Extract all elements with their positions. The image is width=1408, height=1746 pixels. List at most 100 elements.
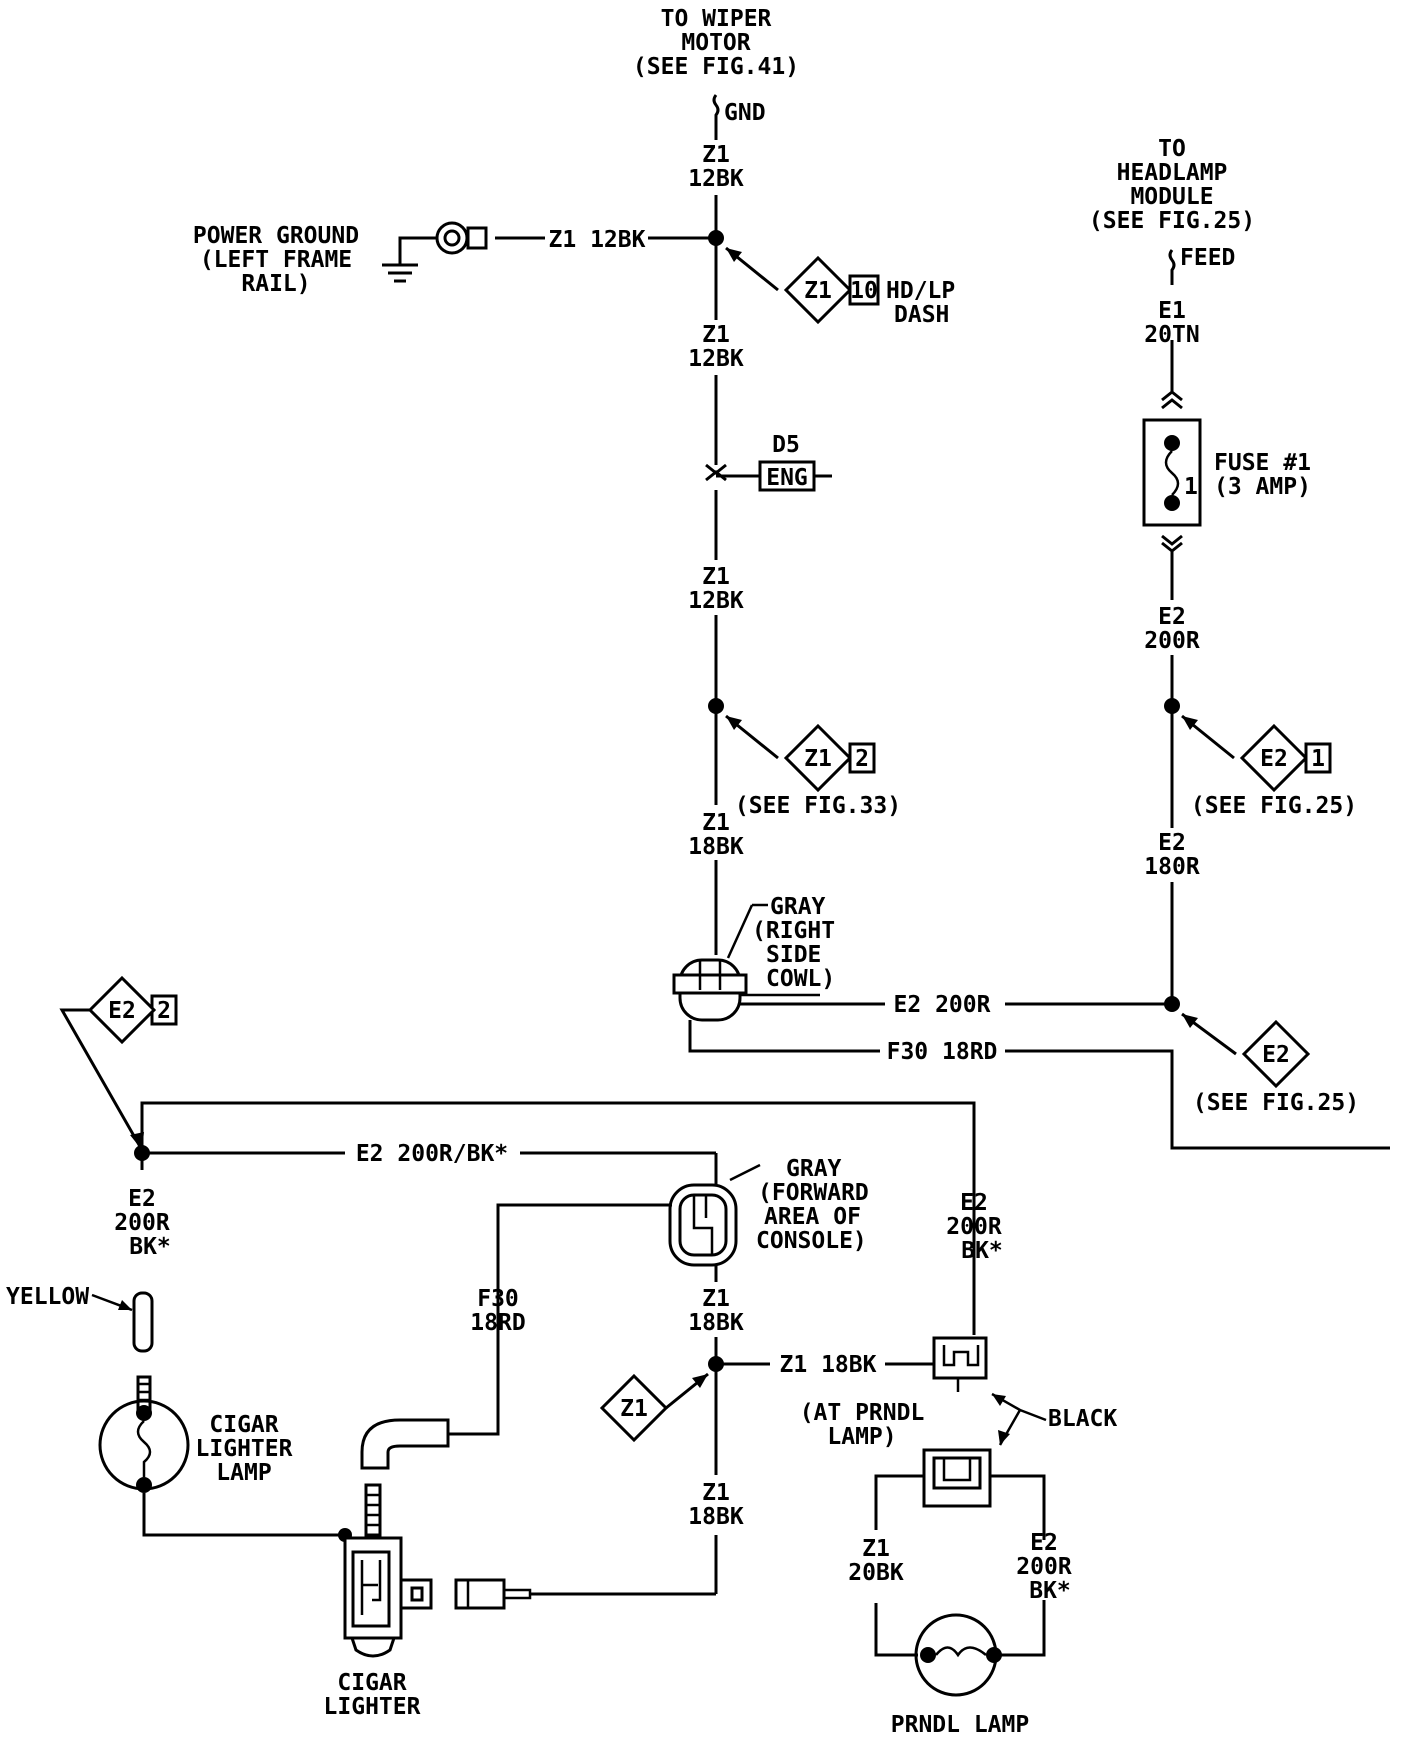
label-right: (RIGHT xyxy=(752,918,835,944)
gray-console-connector xyxy=(448,1163,761,1436)
label-e2: E2 xyxy=(1158,604,1186,630)
label-bk: BK* xyxy=(961,1238,1003,1264)
label-z1: Z1 xyxy=(862,1536,890,1562)
label-gray: GRAY xyxy=(770,894,826,920)
label-to: TO xyxy=(1158,136,1186,162)
splice-dot xyxy=(1164,698,1180,714)
label-module: MODULE xyxy=(1130,184,1213,210)
label-18bk: 18BK xyxy=(688,834,744,860)
label-see-fig33: (SEE FIG.33) xyxy=(735,793,901,819)
label-eng: ENG xyxy=(766,465,808,491)
connector-1-label: 1 xyxy=(1311,746,1325,772)
label-3-amp: (3 AMP) xyxy=(1214,474,1311,500)
connector-e2-label: E2 xyxy=(108,998,136,1024)
e2-left-circuit xyxy=(59,975,976,1335)
label-at-prndl: (AT PRNDL xyxy=(800,1400,925,1426)
label-headlamp: HEADLAMP xyxy=(1117,160,1228,186)
label-200r: 200R xyxy=(1016,1554,1072,1580)
label-lamp: LAMP) xyxy=(827,1424,896,1450)
prndl-connectors xyxy=(874,1336,1047,1697)
label-f30: F30 xyxy=(477,1286,519,1312)
label-d5: D5 xyxy=(772,432,800,458)
label-see-fig25: (SEE FIG.25) xyxy=(1089,208,1255,234)
label-wire-e2-200r-bk: E2 200R/BK* xyxy=(356,1141,508,1167)
label-cigar: CIGAR xyxy=(337,1670,406,1696)
label-see-fig41: (SEE FIG.41) xyxy=(633,54,799,80)
label-console: CONSOLE) xyxy=(756,1228,867,1254)
connector-2-label: 2 xyxy=(855,746,869,772)
label-z1: Z1 xyxy=(702,1286,730,1312)
label-side: SIDE xyxy=(766,942,821,968)
label-200r: 200R xyxy=(946,1214,1002,1240)
label-prndl-lamp: PRNDL LAMP xyxy=(891,1712,1029,1738)
label-rail: RAIL) xyxy=(241,271,310,297)
connector-e2-label: E2 xyxy=(1260,746,1288,772)
label-lamp: LAMP xyxy=(216,1460,271,1486)
label-lighter: LIGHTER xyxy=(196,1436,293,1462)
label-fuse-number: 1 xyxy=(1184,474,1198,500)
connector-z1-label: Z1 xyxy=(620,1396,648,1422)
splice-dot xyxy=(708,1356,724,1372)
connector-e2-label: E2 xyxy=(1262,1042,1290,1068)
label-20bk: 20BK xyxy=(848,1560,904,1586)
label-12bk: 12BK xyxy=(688,346,744,372)
label-bk: BK* xyxy=(129,1234,171,1260)
e2-f30-wiring xyxy=(688,996,1390,1150)
label-18bk: 18BK xyxy=(688,1310,744,1336)
label-cigar: CIGAR xyxy=(209,1412,278,1438)
label-bk: BK* xyxy=(1029,1578,1071,1604)
label-see-fig25: (SEE FIG.25) xyxy=(1191,793,1357,819)
connector-z1-label: Z1 xyxy=(804,278,832,304)
hdlp-dash-connector xyxy=(725,246,880,325)
label-wire-z1-18bk: Z1 18BK xyxy=(780,1352,877,1378)
label-fuse: FUSE #1 xyxy=(1214,450,1311,476)
label-black: BLACK xyxy=(1048,1406,1117,1432)
power-ground xyxy=(382,221,716,283)
cigar-lighter-lamp xyxy=(91,1291,352,1542)
label-200r: 200R xyxy=(1144,628,1200,654)
label-200r: 200R xyxy=(114,1210,170,1236)
splice-dot xyxy=(708,698,724,714)
label-left-frame: (LEFT FRAME xyxy=(200,247,352,273)
label-to-wiper: TO WIPER xyxy=(661,6,772,32)
label-power-ground: POWER GROUND xyxy=(193,223,359,249)
label-see-fig25: (SEE FIG.25) xyxy=(1193,1090,1359,1116)
connector-2-label: 2 xyxy=(157,998,171,1024)
label-wire-f30-18rd: F30 18RD xyxy=(887,1039,998,1065)
label-gnd: GND xyxy=(724,100,766,126)
label-yellow: YELLOW xyxy=(6,1284,89,1310)
z1-18bk-lower xyxy=(454,1265,934,1610)
label-cowl: COWL) xyxy=(766,966,835,992)
label-lighter: LIGHTER xyxy=(324,1694,421,1720)
label-18rd: 18RD xyxy=(470,1310,525,1336)
label-dash: DASH xyxy=(894,302,949,328)
label-e2: E2 xyxy=(128,1186,156,1212)
gray-cowl-connector xyxy=(672,903,820,1022)
label-z1: Z1 xyxy=(702,1480,730,1506)
label-e2: E2 xyxy=(960,1190,988,1216)
headlamp-feed-circuit xyxy=(1142,249,1332,1089)
label-e2: E2 xyxy=(1158,830,1186,856)
label-e1: E1 xyxy=(1158,298,1186,324)
label-180r: 180R xyxy=(1144,854,1200,880)
label-12bk: 12BK xyxy=(688,588,744,614)
diagram-labels: TO WIPER MOTOR (SEE FIG.41) GND Z1 12BK … xyxy=(6,6,1359,1738)
label-hdlp: HD/LP xyxy=(886,278,955,304)
label-z1: Z1 xyxy=(702,142,730,168)
label-motor: MOTOR xyxy=(681,30,750,56)
label-e2: E2 xyxy=(1030,1530,1058,1556)
label-forward: (FORWARD xyxy=(758,1180,869,1206)
d5-eng-connector xyxy=(716,460,832,492)
cigar-lighter xyxy=(343,1418,450,1658)
label-z1: Z1 xyxy=(702,322,730,348)
label-area-of: AREA OF xyxy=(764,1204,861,1230)
label-wire-e2-200r: E2 200R xyxy=(894,992,991,1018)
connector-10-label: 10 xyxy=(850,278,878,304)
label-18bk: 18BK xyxy=(688,1504,744,1530)
label-gray: GRAY xyxy=(786,1156,842,1182)
label-z1: Z1 xyxy=(702,564,730,590)
label-z1: Z1 xyxy=(702,810,730,836)
label-feed: FEED xyxy=(1180,245,1235,271)
connector-z1-label: Z1 xyxy=(804,746,832,772)
label-wire-z1-12bk: Z1 12BK xyxy=(549,227,646,253)
